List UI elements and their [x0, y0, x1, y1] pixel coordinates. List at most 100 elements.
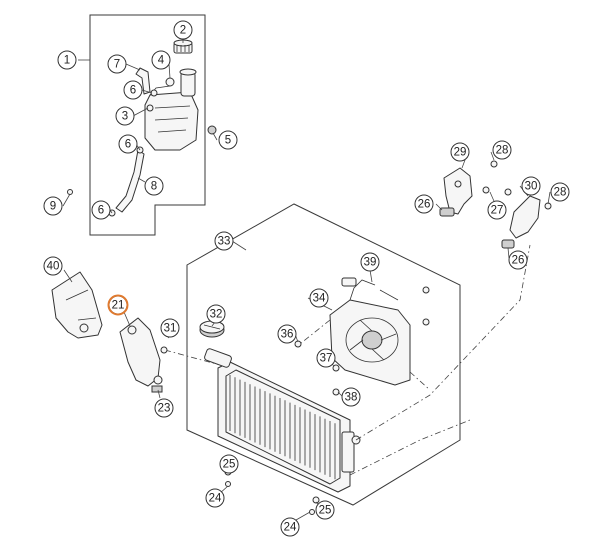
callout-label: 2	[180, 25, 186, 37]
radiator-group-outline	[186, 203, 461, 506]
callout-4: 4	[151, 50, 171, 70]
callout-24: 24	[280, 517, 300, 537]
callout-2: 2	[173, 20, 193, 40]
callout-label: 21	[112, 300, 125, 312]
callout-label: 24	[209, 493, 222, 505]
callout-circle	[316, 348, 336, 368]
callout-circle	[550, 182, 570, 202]
callout-circle	[57, 50, 77, 70]
mounting-screw	[225, 481, 231, 487]
callout-circle	[309, 288, 329, 308]
mounting-screw	[67, 189, 73, 195]
callout-label: 25	[319, 505, 332, 517]
callout-label: 27	[491, 205, 504, 217]
callout-circle	[151, 50, 171, 70]
callout-label: 28	[496, 145, 509, 157]
rubber-bushing	[312, 496, 320, 504]
callout-circle	[43, 256, 63, 276]
callout-40: 40	[43, 256, 63, 276]
callout-circle	[144, 176, 164, 196]
callout-26: 26	[414, 194, 434, 214]
callout-34: 34	[309, 288, 329, 308]
callout-circle	[173, 20, 193, 40]
callout-25: 25	[219, 454, 239, 474]
callout-37: 37	[316, 348, 336, 368]
callout-label: 23	[158, 403, 171, 415]
callout-31: 31	[160, 318, 180, 338]
callout-circle	[91, 200, 111, 220]
callout-6: 6	[91, 200, 111, 220]
callout-circle	[160, 318, 180, 338]
callout-circle	[118, 134, 138, 154]
fan-bracket-lower	[501, 185, 552, 259]
callout-28: 28	[550, 182, 570, 202]
callout-circle	[219, 454, 239, 474]
callout-6: 6	[118, 134, 138, 154]
callout-circle	[521, 176, 541, 196]
mounting-screw	[422, 286, 430, 294]
mounting-screw	[309, 509, 315, 515]
grommet	[207, 125, 217, 135]
mounting-screw	[332, 388, 340, 396]
callout-33: 33	[214, 231, 234, 251]
mounting-screw	[332, 364, 340, 372]
callout-label: 6	[130, 85, 136, 97]
callout-1: 1	[57, 50, 77, 70]
callout-label: 34	[313, 293, 326, 305]
callout-26: 26	[508, 250, 528, 270]
callout-21: 21	[107, 294, 129, 316]
callout-circle	[508, 250, 528, 270]
callout-7: 7	[107, 54, 127, 74]
callout-label: 5	[225, 135, 231, 147]
callout-label: 33	[218, 236, 231, 248]
callout-39: 39	[360, 252, 380, 272]
expansion-tank-group-outline	[89, 14, 206, 236]
callout-circle	[214, 231, 234, 251]
highlight-ring	[107, 294, 129, 316]
callout-label: 38	[345, 392, 358, 404]
callout-circle	[206, 304, 226, 324]
callout-label: 6	[98, 205, 104, 217]
callout-8: 8	[144, 176, 164, 196]
callout-label: 1	[64, 55, 70, 67]
callout-3: 3	[115, 106, 135, 126]
callout-circle	[450, 142, 470, 162]
coolant-hose	[115, 149, 145, 213]
callout-label: 25	[223, 459, 236, 471]
callout-label: 8	[151, 181, 157, 193]
callout-circle	[277, 324, 297, 344]
radiator-cap	[199, 320, 225, 338]
radiator-bracket	[119, 311, 168, 399]
callout-label: 7	[114, 59, 120, 71]
callout-label: 3	[122, 111, 128, 123]
callout-28: 28	[492, 140, 512, 160]
callout-23: 23	[154, 398, 174, 418]
callout-29: 29	[450, 142, 470, 162]
callout-5: 5	[218, 130, 238, 150]
callout-label: 31	[164, 323, 177, 335]
callout-label: 4	[158, 55, 165, 67]
callout-label: 26	[512, 255, 525, 267]
callout-label: 40	[47, 261, 60, 273]
callout-circle	[218, 130, 238, 150]
callout-circle	[123, 80, 143, 100]
callout-circle	[315, 500, 335, 520]
callout-27: 27	[487, 200, 507, 220]
callout-circle	[115, 106, 135, 126]
callout-24: 24	[205, 488, 225, 508]
hose-clamp	[165, 77, 175, 87]
expansion-tank	[144, 68, 199, 151]
callout-36: 36	[277, 324, 297, 344]
callout-circle	[487, 200, 507, 220]
radiator-guard-left	[51, 269, 103, 339]
callout-label: 24	[284, 522, 297, 534]
mounting-screw	[422, 318, 430, 326]
callout-circle	[492, 140, 512, 160]
callout-30: 30	[521, 176, 541, 196]
callout-label: 28	[554, 187, 567, 199]
callout-circle	[280, 517, 300, 537]
callout-38: 38	[341, 387, 361, 407]
radiator-fan	[329, 277, 411, 386]
